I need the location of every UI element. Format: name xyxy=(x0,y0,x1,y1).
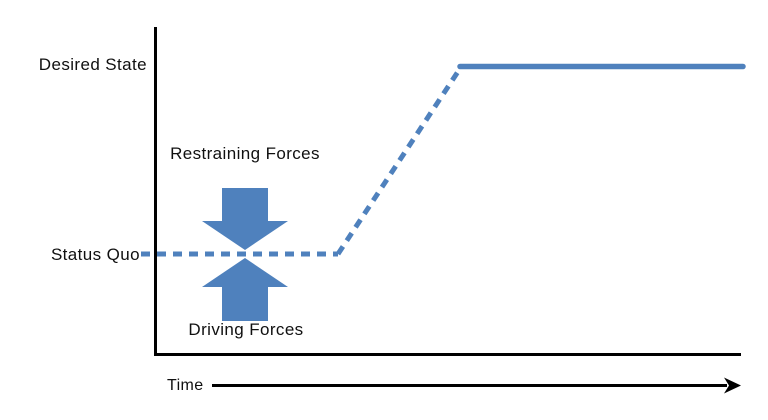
restraining-forces-label: Restraining Forces xyxy=(170,144,320,163)
time-axis-label: Time xyxy=(167,377,204,394)
driving-forces-label: Driving Forces xyxy=(188,320,304,339)
transition-dashed-line xyxy=(335,65,464,256)
time-axis-arrowhead-icon xyxy=(724,377,741,394)
driving-forces-up-arrow-icon xyxy=(202,258,288,321)
restraining-forces-down-arrow-icon xyxy=(202,188,288,250)
desired-state-label: Desired State xyxy=(38,55,147,74)
status-quo-label: Status Quo xyxy=(50,245,140,264)
